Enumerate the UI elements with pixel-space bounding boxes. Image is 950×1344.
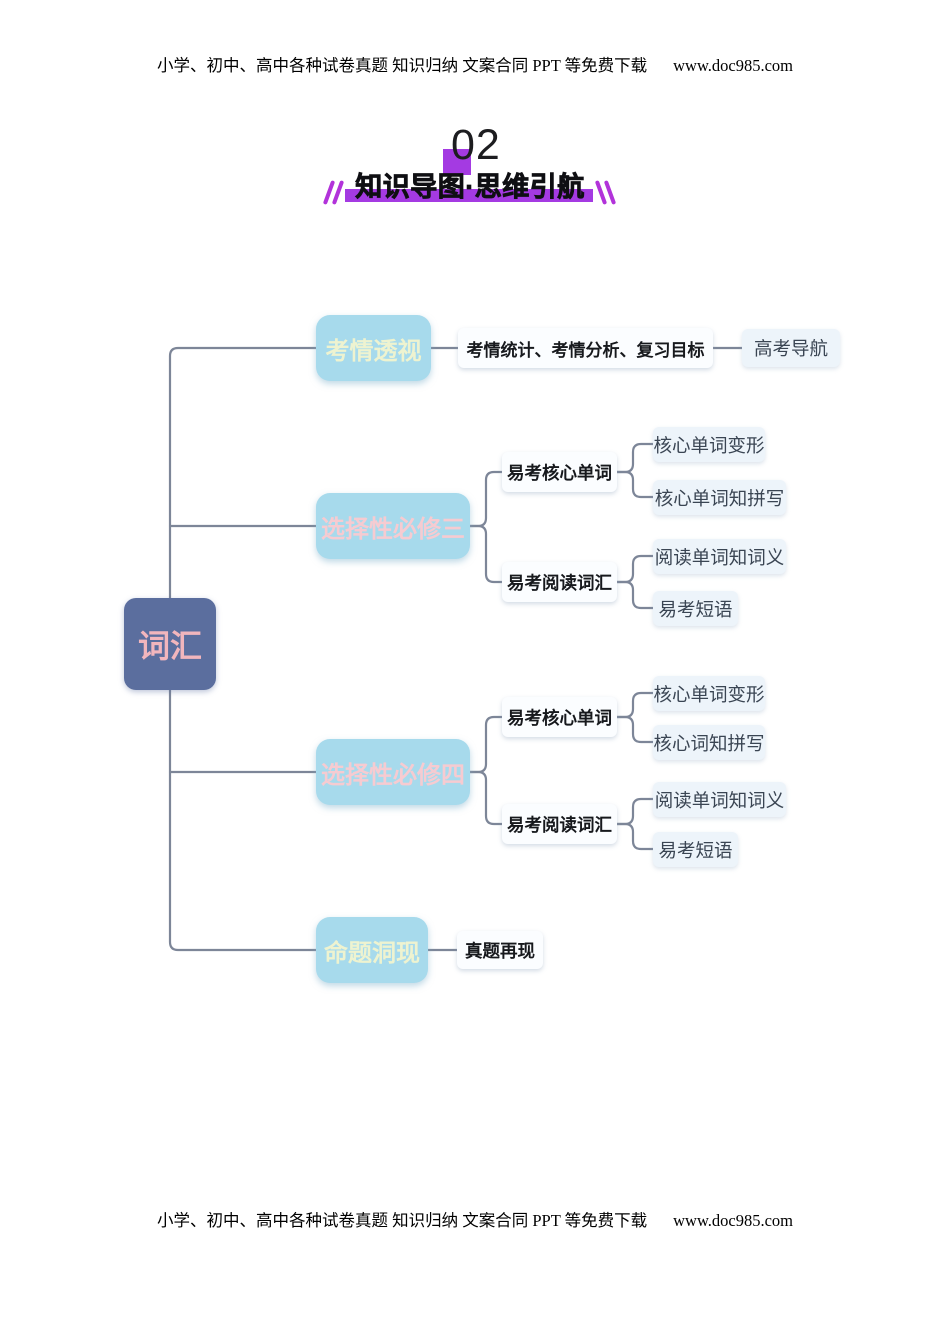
leaf-node: 核心单词变形 (653, 676, 765, 711)
connector-line (615, 691, 655, 719)
leaf-node: 阅读单词知词义 (653, 539, 786, 574)
connector-line (615, 442, 655, 474)
branch-node: 选择性必修三 (316, 493, 470, 559)
subtopic-node: 易考核心单词 (502, 697, 617, 737)
section-number: 02 (451, 121, 501, 169)
header-url-link[interactable]: www.doc985.com (673, 56, 794, 75)
connector-line (468, 770, 504, 826)
leaf-node: 核心单词知拼写 (653, 480, 786, 515)
header-text: 小学、初中、高中各种试卷真题 知识归纳 文案合同 PPT 等免费下载 (156, 56, 648, 75)
footer-url-link[interactable]: www.doc985.com (673, 1211, 794, 1230)
leaf-node: 高考导航 (742, 329, 840, 367)
subtopic-node: 易考阅读词汇 (502, 804, 617, 844)
connector-line (615, 580, 655, 610)
page-header: 小学、初中、高中各种试卷真题 知识归纳 文案合同 PPT 等免费下载 www.do… (0, 52, 950, 76)
connector-line (615, 554, 655, 584)
connector-line (615, 470, 655, 499)
subtopic-node: 考情统计、考情分析、复习目标 (458, 328, 713, 368)
branch-node: 命题洞现 (316, 917, 428, 983)
leaf-node: 核心单词变形 (653, 427, 765, 462)
connector-line (615, 797, 655, 826)
connector-line (468, 524, 504, 584)
connector-line (615, 822, 655, 851)
mindmap-root-node: 词汇 (124, 598, 216, 690)
connector-line (468, 470, 504, 528)
subtopic-node: 易考核心单词 (502, 452, 617, 492)
title-underline-bar (345, 189, 593, 202)
subtopic-node: 易考阅读词汇 (502, 562, 617, 602)
page-footer: 小学、初中、高中各种试卷真题 知识归纳 文案合同 PPT 等免费下载 www.do… (0, 1207, 950, 1231)
section-title: 知识导图·思维引航 (355, 172, 585, 203)
leaf-node: 阅读单词知词义 (653, 782, 786, 817)
footer-text: 小学、初中、高中各种试卷真题 知识归纳 文案合同 PPT 等免费下载 (156, 1211, 648, 1230)
subtopic-node: 真题再现 (457, 931, 543, 969)
leaf-node: 核心词知拼写 (653, 725, 765, 760)
connector-line (615, 715, 655, 744)
connector-line (468, 715, 504, 774)
leaf-node: 易考短语 (653, 591, 738, 626)
accent-square (443, 149, 471, 175)
leaf-node: 易考短语 (653, 832, 738, 867)
branch-node: 选择性必修四 (316, 739, 470, 805)
branch-node: 考情透视 (316, 315, 431, 381)
